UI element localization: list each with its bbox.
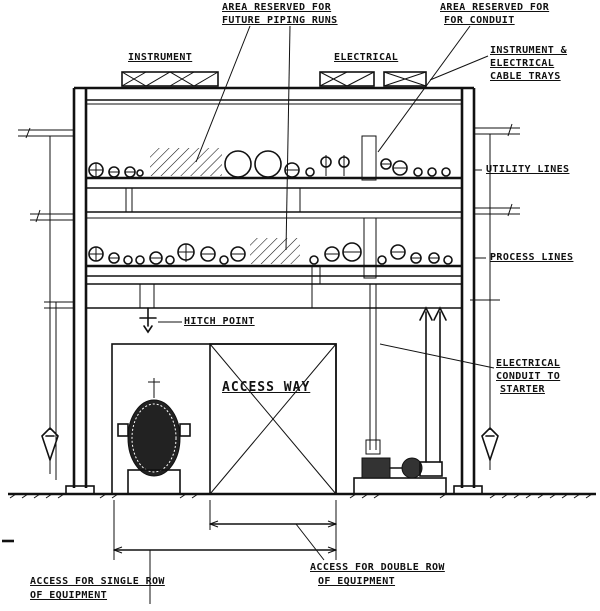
label-access-way: ACCESS WAY — [222, 380, 311, 395]
side-pipes — [18, 123, 520, 480]
access-dimension-lines — [2, 500, 337, 604]
access-way-area — [111, 343, 337, 495]
utility-pipes — [88, 135, 451, 212]
hitch-point — [139, 307, 157, 334]
label-single-row-1: ACCESS FOR SINGLE ROW — [30, 576, 165, 587]
label-cable-trays-1: INSTRUMENT & — [490, 45, 568, 56]
label-cable-trays-3: CABLE TRAYS — [490, 71, 561, 82]
label-future-piping-2: FUTURE PIPING RUNS — [222, 15, 338, 26]
electrical-cable-tray — [319, 71, 427, 87]
label-conduit-1: AREA RESERVED FOR — [440, 2, 550, 13]
label-double-row-1: ACCESS FOR DOUBLE ROW — [310, 562, 445, 573]
label-conduit-starter-2: CONDUIT TO — [496, 371, 561, 382]
process-pipes — [88, 217, 453, 308]
label-conduit-starter-3: STARTER — [500, 384, 545, 395]
pump-motor-equipment — [353, 284, 447, 495]
rack-frame — [65, 86, 483, 495]
label-conduit-2: FOR CONDUIT — [444, 15, 515, 26]
label-electrical: ELECTRICAL — [334, 52, 399, 63]
vessel-equipment — [117, 378, 191, 495]
label-conduit-starter-1: ELECTRICAL — [496, 358, 561, 369]
label-double-row-2: OF EQUIPMENT — [318, 576, 396, 587]
instrument-cable-tray — [121, 71, 219, 87]
label-cable-trays-2: ELECTRICAL — [490, 58, 555, 69]
label-single-row-2: OF EQUIPMENT — [30, 590, 108, 601]
label-process-lines: PROCESS LINES — [490, 252, 574, 263]
leader-lines — [158, 25, 495, 369]
label-instrument: INSTRUMENT — [128, 52, 193, 63]
label-utility-lines: UTILITY LINES — [486, 164, 570, 175]
label-hitch-point: HITCH POINT — [184, 316, 255, 327]
label-future-piping-1: AREA RESERVED FOR — [222, 2, 332, 13]
